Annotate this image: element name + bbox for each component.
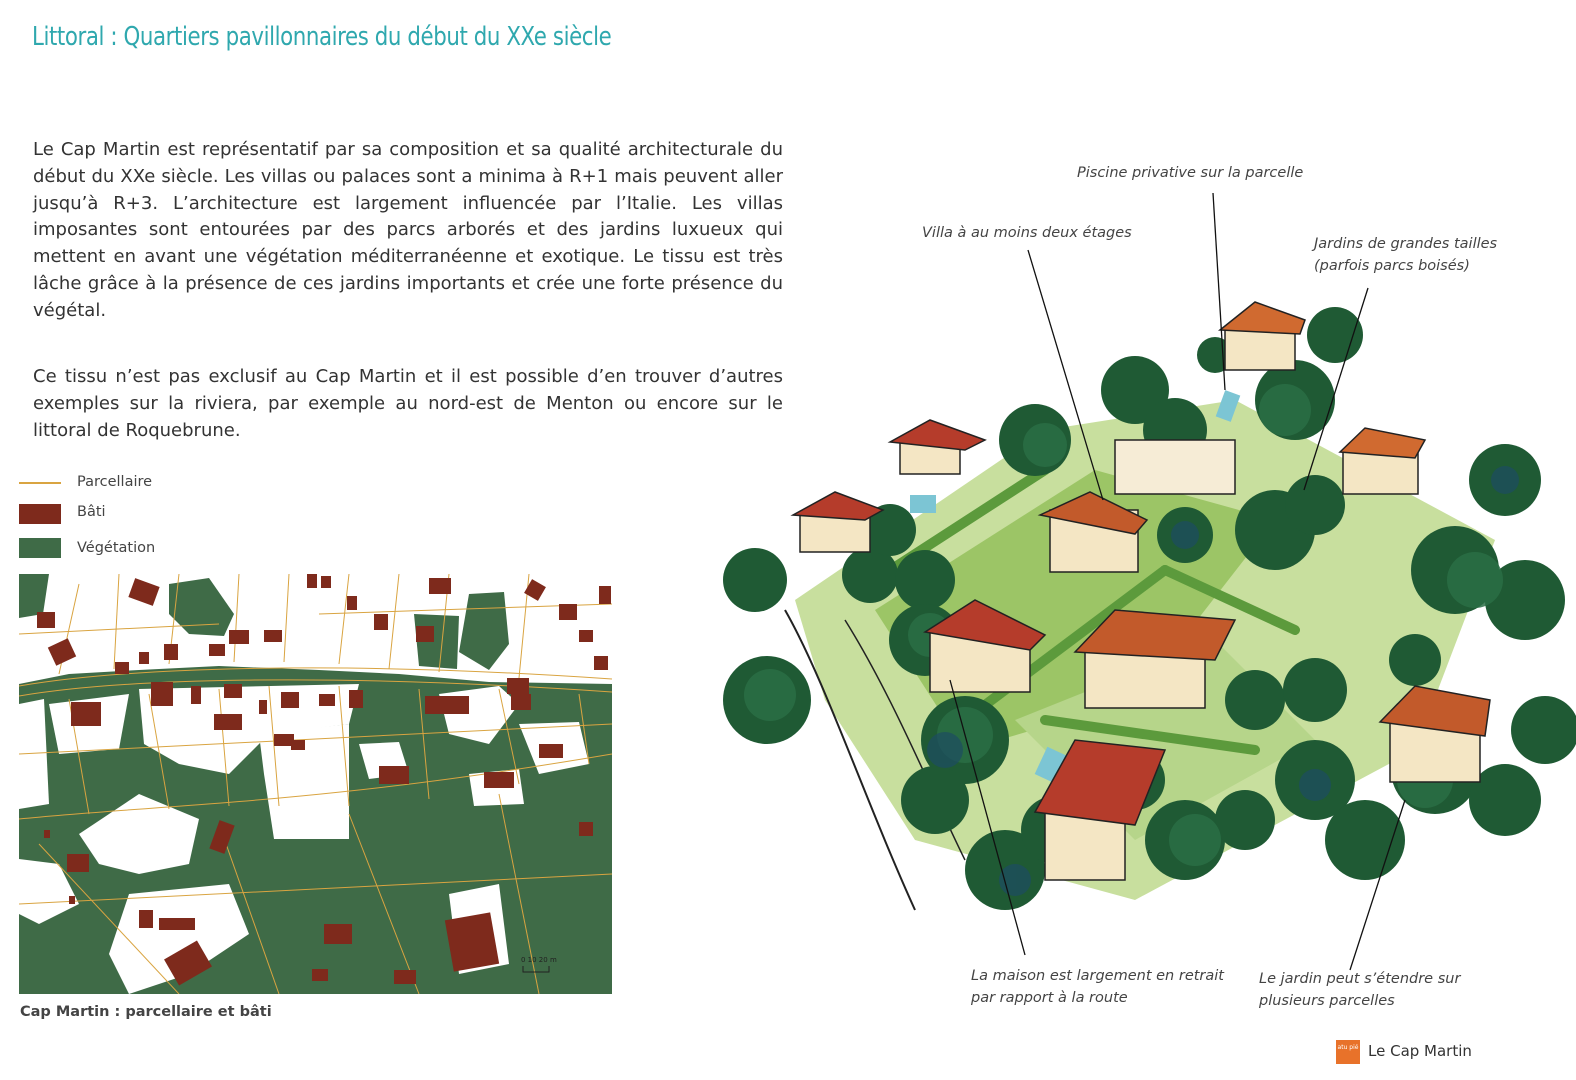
page-title: Littoral : Quartiers pavillonnaires du d… (32, 22, 612, 52)
annotation-jardin-line2: plusieurs parcelles (1259, 993, 1395, 1009)
building-swatch (19, 504, 61, 524)
atupie-logo: atu pié (1336, 1040, 1360, 1064)
intro-paragraph: Le Cap Martin est représentatif par sa c… (33, 139, 783, 321)
parcel-line-swatch (19, 482, 61, 484)
vegetation-swatch (19, 538, 61, 558)
map-caption: Cap Martin : parcellaire et bâti (20, 1004, 272, 1020)
annotation-piscine: Piscine privative sur la parcelle (1077, 165, 1304, 181)
annotation-jardin-line1: Le jardin peut s’étendre sur (1259, 971, 1461, 987)
annotation-villa: Villa à au moins deux étages (922, 225, 1132, 241)
annotation-jardins-line2: (parfois parcs boisés) (1314, 258, 1470, 274)
second-paragraph: Ce tissu n’est pas exclusif au Cap Marti… (33, 366, 783, 441)
annotation-maison-line2: par rapport à la route (971, 990, 1128, 1006)
aerial-sketch-illustration (715, 280, 1576, 940)
map-scale-label: 0 10 20 m (521, 956, 557, 964)
annotation-maison-line1: La maison est largement en retrait (971, 968, 1224, 984)
parcel-map: 0 10 20 m (19, 574, 612, 994)
footer-label: Le Cap Martin (1368, 1042, 1472, 1060)
annotation-jardins-line1: Jardins de grandes tailles (1314, 236, 1498, 252)
